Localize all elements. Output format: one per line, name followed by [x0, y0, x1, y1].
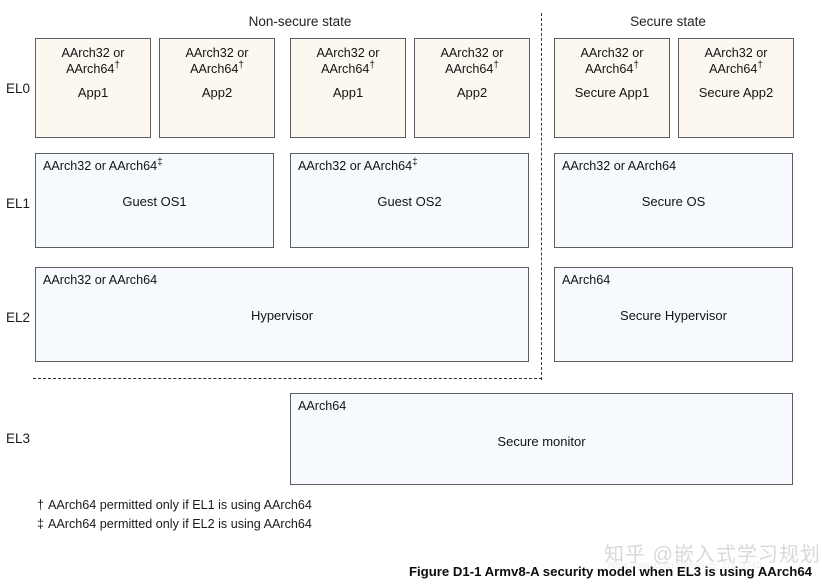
box-non-secure-app2-guest2: AArch32 or AArch64† App2 — [414, 38, 530, 138]
box-title: App2 — [201, 85, 233, 100]
box-arch-label: AArch64 — [298, 399, 347, 413]
box-title: Secure Hypervisor — [620, 307, 727, 323]
box-guest-os2: AArch32 or AArch64‡ Guest OS2 — [290, 153, 529, 248]
exception-level-label-el3: EL3 — [6, 431, 31, 446]
box-secure-os: AArch32 or AArch64 Secure OS — [554, 153, 793, 248]
box-arch-label: AArch32 or AArch64† — [704, 46, 768, 76]
watermark-zhihu: 知乎 @嵌入式学习规划 — [604, 544, 821, 566]
box-arch-label: AArch32 or AArch64† — [316, 46, 380, 76]
secure-state-vertical-divider — [541, 13, 542, 380]
column-header-secure: Secure state — [630, 14, 706, 29]
box-arch-label: AArch64 — [562, 273, 611, 287]
box-secure-app2: AArch32 or AArch64† Secure App2 — [678, 38, 794, 138]
box-arch-label: AArch32 or AArch64† — [61, 46, 125, 76]
box-title: Secure OS — [641, 193, 706, 209]
box-arch-label: AArch32 or AArch64 — [562, 159, 677, 173]
dagger-marker: † — [37, 498, 45, 512]
exception-level-label-el2: EL2 — [6, 310, 31, 325]
box-title: Secure App1 — [574, 85, 650, 100]
column-header-non-secure: Non-secure state — [248, 14, 352, 29]
box-arch-label: AArch32 or AArch64† — [440, 46, 504, 76]
dagger-marker: † — [114, 59, 120, 71]
box-title: Guest OS2 — [377, 193, 442, 209]
box-non-secure-app2: AArch32 or AArch64† App2 — [159, 38, 275, 138]
dagger-marker: † — [633, 59, 639, 71]
double-dagger-marker: ‡ — [37, 517, 45, 531]
box-arch-label: AArch32 or AArch64† — [185, 46, 249, 76]
footnote-text: AArch64 permitted only if EL2 is using A… — [48, 517, 312, 531]
footnote-dagger: †AArch64 permitted only if EL1 is using … — [37, 498, 312, 512]
box-title: App1 — [332, 85, 364, 100]
dagger-marker: † — [238, 59, 244, 71]
box-title: Hypervisor — [250, 307, 314, 323]
figure-caption: Figure D1-1 Armv8-A security model when … — [408, 564, 812, 579]
box-non-secure-app1: AArch32 or AArch64† App1 — [35, 38, 151, 138]
box-title: Secure monitor — [497, 433, 586, 449]
box-hypervisor: AArch32 or AArch64 Hypervisor — [35, 267, 529, 362]
box-arch-label: AArch32 or AArch64‡ — [43, 156, 163, 173]
exception-level-label-el1: EL1 — [6, 196, 31, 211]
footnote-double-dagger: ‡AArch64 permitted only if EL2 is using … — [37, 517, 312, 531]
box-guest-os1: AArch32 or AArch64‡ Guest OS1 — [35, 153, 274, 248]
box-title: App1 — [77, 85, 109, 100]
el3-horizontal-divider — [33, 378, 542, 379]
box-secure-app1: AArch32 or AArch64† Secure App1 — [554, 38, 670, 138]
dagger-marker: † — [493, 59, 499, 71]
dagger-marker: † — [369, 59, 375, 71]
box-arch-label: AArch32 or AArch64 — [43, 273, 158, 287]
double-dagger-marker: ‡ — [412, 156, 418, 168]
dagger-marker: † — [757, 59, 763, 71]
box-title: Guest OS1 — [122, 193, 187, 209]
box-arch-label: AArch32 or AArch64† — [580, 46, 644, 76]
box-title: Secure App2 — [698, 85, 774, 100]
box-non-secure-app1-guest2: AArch32 or AArch64† App1 — [290, 38, 406, 138]
box-title: App2 — [456, 85, 488, 100]
exception-level-label-el0: EL0 — [6, 81, 31, 96]
box-arch-label: AArch32 or AArch64‡ — [298, 156, 418, 173]
footnote-text: AArch64 permitted only if EL1 is using A… — [48, 498, 312, 512]
box-secure-monitor: AArch64 Secure monitor — [290, 393, 793, 485]
box-secure-hypervisor: AArch64 Secure Hypervisor — [554, 267, 793, 362]
double-dagger-marker: ‡ — [157, 156, 163, 168]
